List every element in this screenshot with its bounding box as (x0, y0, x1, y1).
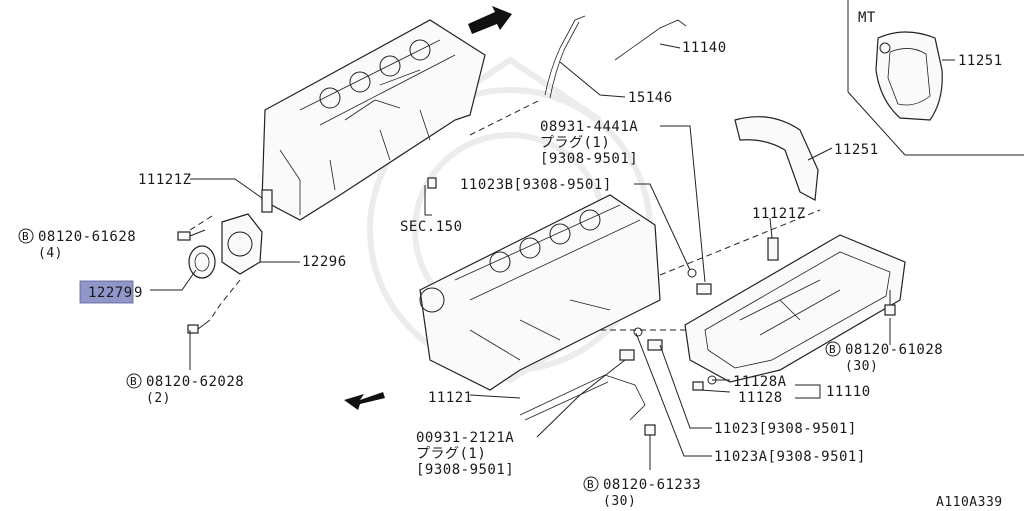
callout-bolt-61233-qty: (30) (603, 494, 636, 509)
section-label: MT (858, 10, 876, 26)
engine-block-lower (419, 194, 661, 391)
figure-id: A110A339 (936, 495, 1003, 510)
callout-15146: 15146 (628, 90, 673, 106)
callout-11110: 11110 (826, 384, 871, 400)
bolt-icon (633, 327, 643, 337)
callout-11023b: 11023B[9308-9501] (460, 177, 612, 193)
callout-11121z-right: 11121Z (752, 206, 806, 222)
bolt-icon (687, 268, 697, 278)
bolt-icon (692, 375, 717, 391)
rear-seal-retainer (221, 213, 263, 275)
engine-block-upper (261, 19, 486, 221)
bolt-icon (644, 424, 656, 470)
direction-arrow-icon (468, 6, 512, 34)
bolt-icon (177, 229, 206, 241)
callout-plug-a-desc: プラグ(1) (540, 135, 610, 151)
dipstick-icon (544, 15, 586, 96)
oil-pan (684, 234, 906, 383)
callout-plug-a-number: 08931-4441A (540, 119, 638, 135)
callout-plug-a-date: [9308-9501] (540, 151, 638, 167)
callout-plug-b-number: 00931-2121A (416, 430, 514, 446)
b-symbol: B (587, 478, 594, 491)
direction-arrow-icon (344, 392, 385, 410)
callout-bolt-61233: 08120-61233 (603, 477, 701, 493)
callout-12279-tail: 9 (134, 285, 143, 301)
b-symbol: B (829, 343, 836, 356)
callout-bolt-61028-qty: (30) (845, 359, 878, 374)
bolt-icon (767, 237, 779, 261)
callout-11023a: 11023A[9308-9501] (714, 449, 866, 465)
callout-11140: 11140 (682, 40, 727, 56)
callout-11128a: 11128A (733, 374, 787, 390)
gasket-icon (519, 374, 646, 421)
callout-11121: 11121 (428, 390, 473, 406)
callout-11128: 11128 (738, 390, 783, 406)
highlight-box[interactable] (79, 280, 134, 304)
callout-12296: 12296 (302, 254, 347, 270)
mt-gasket-icon (875, 31, 943, 121)
callout-11121z-left: 11121Z (138, 172, 192, 188)
callout-11251-mt: 11251 (958, 53, 1003, 69)
callout-plug-b-date: [9308-9501] (416, 462, 514, 478)
callout-11251: 11251 (834, 142, 879, 158)
callout-bolt-61028: 08120-61028 (845, 342, 943, 358)
callout-bolt-62028-qty: (2) (146, 391, 171, 406)
bolt-icon (647, 339, 663, 351)
callout-11023: 11023[9308-9501] (714, 421, 857, 437)
bolt-icon (884, 290, 896, 316)
callout-bolt-62028: 08120-62028 (146, 374, 244, 390)
dipstick-icon (614, 19, 687, 61)
bolt-icon (619, 349, 635, 361)
leader-lines (150, 43, 891, 457)
callout-bolt-61628: 08120-61628 (38, 229, 136, 245)
bolt-icon (696, 283, 712, 295)
gasket-icon (734, 116, 819, 201)
seal-icon (188, 245, 216, 279)
callout-bolt-61628-qty: (4) (38, 246, 63, 261)
callout-plug-b-desc: プラグ(1) (416, 446, 486, 462)
bolt-icon (427, 177, 437, 189)
bolt-icon (261, 189, 273, 213)
b-symbol: B (130, 375, 137, 388)
bolt-icon (187, 319, 211, 334)
b-symbol: B (22, 230, 29, 243)
assembly-lines (189, 99, 821, 331)
callout-12279-highlighted[interactable]: 12279 (88, 285, 133, 301)
mt-inset: MT 11251 (847, 0, 1024, 156)
callout-sec150: SEC.150 (400, 219, 463, 235)
